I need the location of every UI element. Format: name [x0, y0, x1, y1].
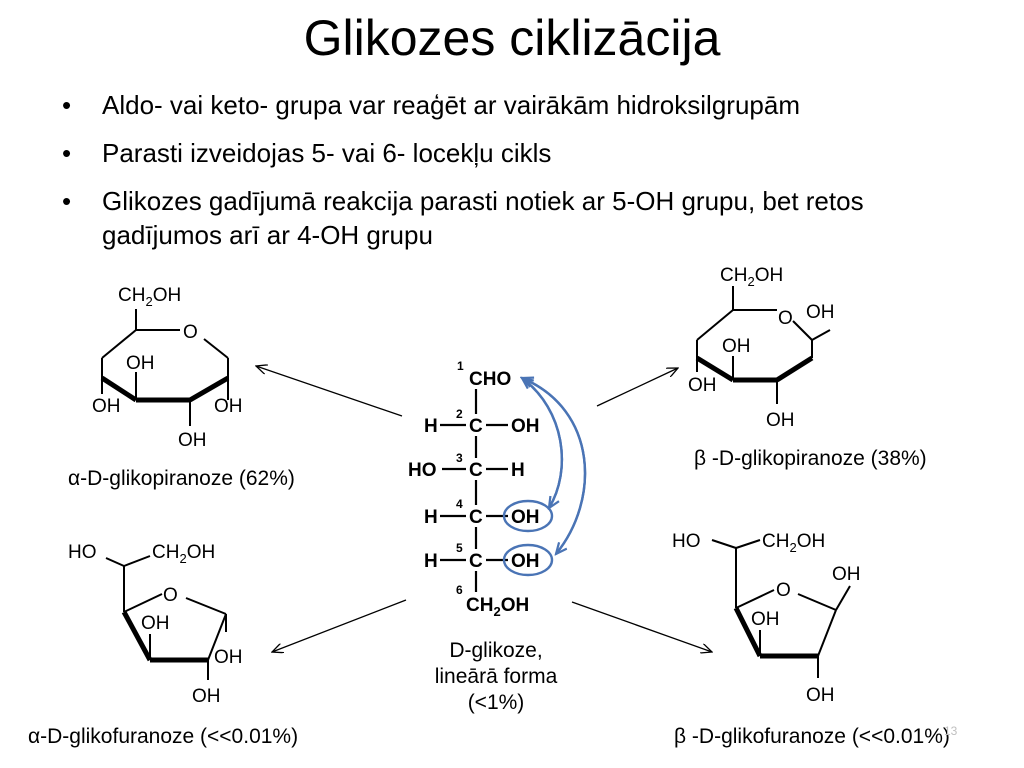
arrow-to-beta-furanose — [571, 601, 712, 652]
bullet-item: Aldo- vai keto- grupa var reaģēt ar vair… — [62, 88, 962, 122]
caption-alpha-furanose: α-D-glikofuranoze (<<0.01%) — [28, 725, 299, 748]
ho-label: HO — [672, 531, 701, 552]
ch2oh-label: CH2OH — [762, 531, 825, 555]
oh-label: OH — [806, 685, 835, 706]
caption-beta-pyranose: β -D-glikopiranoze (38%) — [694, 447, 927, 470]
bullet-item: Parasti izveidojas 5- vai 6- locekļu cik… — [62, 136, 962, 170]
bullet-item: Glikozes gadījumā reakcija parasti notie… — [62, 184, 962, 252]
oh-label: OH — [126, 353, 155, 374]
beta-pyranose-structure — [695, 286, 831, 404]
carbon-number: 4 — [456, 497, 463, 511]
ch2oh-label: CH2OH — [720, 265, 783, 289]
ring-oxygen-label: O — [778, 308, 793, 329]
carbon-number: 6 — [456, 583, 463, 597]
bullet-list: Aldo- vai keto- grupa var reaģēt ar vair… — [62, 88, 962, 266]
cyclization-arrow-5-back — [521, 376, 587, 554]
carbon-number: 5 — [456, 541, 463, 555]
arrow-to-alpha-pyranose — [256, 366, 403, 417]
oh-label: OH — [141, 613, 170, 634]
oh-label: OH — [511, 551, 540, 572]
ring-oxygen-label: O — [776, 580, 791, 601]
h-label: H — [424, 416, 438, 437]
ch2oh-label: CH2OH — [152, 542, 215, 566]
oh-label: OH — [688, 375, 717, 396]
oh4-highlight — [502, 499, 554, 533]
oh-label: OH — [832, 564, 861, 585]
oh-label: OH — [766, 410, 795, 431]
ch2oh-label: CH2OH — [466, 595, 529, 619]
caption-linear-line: D-glikoze, — [449, 639, 543, 662]
carbon-label: C — [469, 551, 483, 572]
oh-label: OH — [751, 609, 780, 630]
oh-label: OH — [192, 686, 221, 707]
oh5-highlight — [502, 543, 554, 577]
arrow-to-alpha-furanose — [272, 599, 407, 652]
carbon-number: 1 — [457, 359, 464, 373]
caption-alpha-pyranose: α-D-glikopiranoze (62%) — [68, 467, 295, 490]
alpha-pyranose-labels: CH2OH O OH OH OH OH — [92, 285, 243, 451]
ring-oxygen-label: O — [163, 585, 178, 606]
caption-linear-line: lineārā forma — [434, 665, 558, 688]
slide-number: 13 — [944, 724, 958, 738]
caption-beta-furanose: β -D-glikofuranoze (<<0.01%) — [674, 725, 950, 748]
carbon-number: 2 — [456, 407, 463, 421]
oh-label: OH — [178, 430, 207, 451]
arrow-to-beta-pyranose — [596, 368, 678, 407]
oh-label: OH — [511, 507, 540, 528]
h-label: H — [511, 460, 525, 481]
ho-label: HO — [68, 542, 97, 563]
h-label: H — [424, 507, 438, 528]
carbon-label: C — [469, 416, 483, 437]
ch2oh-label: CH2OH — [118, 285, 181, 309]
oh-label: OH — [92, 396, 121, 417]
caption-linear-line: (<1%) — [467, 691, 525, 714]
alpha-furanose-structure — [105, 555, 227, 680]
ring-oxygen-label: O — [183, 322, 198, 343]
beta-furanose-labels: HO CH2OH O OH OH OH — [672, 531, 861, 706]
oh-label: OH — [214, 647, 243, 668]
alpha-furanose-labels: HO CH2OH O OH OH OH — [68, 542, 243, 707]
carbon-label: C — [469, 507, 483, 528]
ho-label: HO — [408, 460, 437, 481]
alpha-pyranose-structure — [100, 309, 230, 426]
oh-label: OH — [511, 416, 540, 437]
linear-glucose-structure: CHO 1 2 3 4 5 6 H C OH HO C H H C OH H C… — [408, 359, 587, 619]
carbon-label: C — [469, 460, 483, 481]
oh-label: OH — [722, 336, 751, 357]
cyclization-arrow-4-back — [521, 377, 564, 508]
h-label: H — [424, 551, 438, 572]
oh-label: OH — [806, 302, 835, 323]
slide-title: Glikozes ciklizācija — [303, 10, 721, 66]
aldehyde-label: CHO — [469, 369, 511, 390]
beta-furanose-structure — [711, 539, 851, 678]
carbon-number: 3 — [456, 451, 463, 465]
beta-pyranose-labels: CH2OH O OH OH OH OH — [688, 265, 835, 431]
caption-linear-glucose: D-glikoze, lineārā forma (<1%) — [408, 638, 584, 716]
oh-label: OH — [214, 396, 243, 417]
